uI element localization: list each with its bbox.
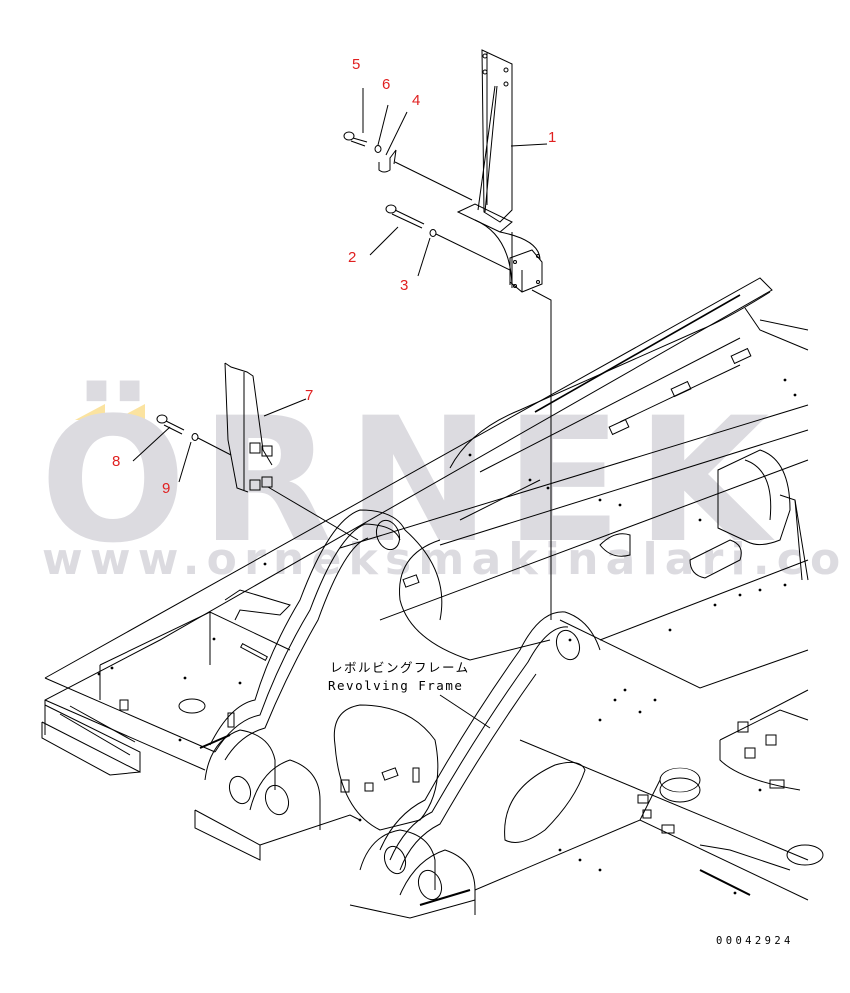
part-1-bracket bbox=[456, 49, 543, 293]
assembly-label-en: Revolving Frame bbox=[328, 678, 464, 693]
part-9-washer bbox=[191, 433, 232, 456]
watermark-url: www.orneksmakinalari.com.tr bbox=[42, 534, 850, 585]
part-7-bracket bbox=[224, 362, 273, 493]
revolving-frame bbox=[41, 277, 824, 919]
callout-9: 9 bbox=[162, 480, 171, 497]
callout-2: 2 bbox=[348, 249, 357, 266]
callout-8: 8 bbox=[112, 453, 121, 470]
part-8-bolt bbox=[156, 414, 185, 435]
callout-6: 6 bbox=[382, 76, 391, 93]
callout-3: 3 bbox=[400, 277, 409, 294]
part-4-clip bbox=[378, 149, 473, 201]
part-6-washer bbox=[374, 145, 382, 153]
part-5-bolt bbox=[343, 131, 368, 147]
part-2-bolt bbox=[385, 204, 425, 229]
callout-7: 7 bbox=[305, 387, 314, 404]
callout-5: 5 bbox=[352, 56, 361, 73]
callout-4: 4 bbox=[412, 92, 421, 109]
callout-1: 1 bbox=[548, 129, 557, 146]
part-3-washer bbox=[429, 229, 511, 271]
assembly-label-jp: レボルビングフレーム bbox=[330, 660, 470, 675]
hole-dots bbox=[97, 378, 797, 895]
drawing-number: 00042924 bbox=[716, 935, 794, 947]
